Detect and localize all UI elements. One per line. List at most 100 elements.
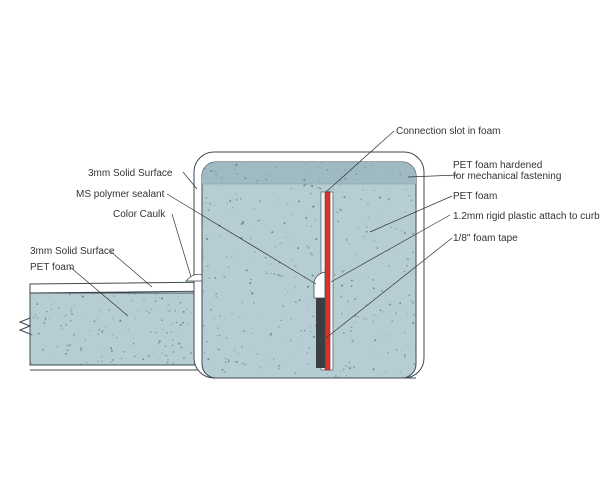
- foam-speckle: [308, 298, 310, 300]
- foam-speckle: [215, 292, 218, 295]
- foam-speckle: [343, 169, 346, 172]
- foam-speckle: [270, 332, 272, 335]
- foam-speckle: [292, 236, 294, 238]
- foam-speckle: [167, 309, 169, 311]
- foam-speckle: [354, 255, 356, 257]
- foam-speckle: [372, 278, 375, 281]
- foam-speckle: [128, 294, 130, 296]
- foam-speckle: [286, 203, 288, 205]
- foam-speckle: [271, 263, 273, 265]
- foam-speckle: [350, 337, 352, 339]
- foam-speckle: [326, 373, 329, 375]
- foam-speckle: [154, 331, 156, 333]
- foam-speckle: [112, 295, 115, 298]
- foam-speckle: [399, 171, 402, 174]
- foam-speckle: [134, 355, 136, 358]
- foam-speckle: [202, 270, 204, 272]
- foam-speckle: [333, 273, 336, 276]
- foam-speckle: [277, 274, 279, 276]
- foam-speckle: [63, 316, 65, 318]
- foam-speckle: [213, 317, 215, 319]
- leader-pet-hardened: [407, 174, 459, 178]
- label-pet-foam-left: PET foam: [30, 262, 74, 273]
- foam-speckle: [70, 310, 73, 313]
- foam-speckle: [101, 331, 104, 333]
- foam-speckle: [208, 277, 211, 279]
- foam-speckle: [229, 200, 232, 203]
- foam-speckle: [214, 277, 217, 279]
- foam-speckle: [250, 278, 252, 281]
- foam-speckle: [369, 351, 371, 353]
- foam-speckle: [333, 188, 335, 190]
- foam-speckle: [306, 210, 308, 212]
- leader-solid-surface-top: [182, 171, 198, 190]
- foam-speckle: [363, 317, 365, 320]
- foam-speckle: [187, 322, 189, 324]
- foam-speckle: [411, 232, 414, 235]
- foam-speckle: [412, 322, 415, 325]
- foam-speckle: [371, 320, 373, 322]
- foam-speckle: [54, 302, 55, 304]
- foam-speckle: [317, 166, 319, 168]
- foam-speckle: [401, 162, 403, 164]
- foam-speckle: [108, 309, 111, 311]
- foam-speckle: [348, 243, 349, 244]
- foam-speckle: [290, 188, 292, 190]
- foam-speckle: [310, 252, 312, 254]
- foam-speckle: [202, 324, 205, 327]
- foam-speckle: [161, 319, 163, 321]
- foam-tape: [316, 298, 325, 368]
- foam-speckle: [84, 339, 86, 341]
- foam-speckle: [233, 168, 236, 171]
- foam-speckle: [157, 342, 160, 345]
- foam-speckle: [103, 346, 105, 348]
- foam-speckle: [351, 340, 354, 343]
- foam-speckle: [178, 342, 181, 345]
- foam-speckle: [378, 196, 381, 199]
- foam-speckle: [272, 358, 275, 360]
- foam-speckle: [305, 217, 308, 219]
- foam-speckle: [411, 251, 414, 254]
- foam-speckle: [34, 314, 37, 317]
- foam-speckle: [325, 189, 327, 191]
- foam-speckle: [97, 332, 99, 335]
- foam-speckle: [256, 179, 258, 182]
- foam-speckle: [245, 269, 248, 272]
- foam-speckle: [238, 352, 240, 355]
- foam-speckle: [105, 326, 107, 328]
- foam-speckle: [350, 285, 353, 288]
- foam-speckle: [166, 361, 169, 364]
- foam-speckle: [268, 173, 271, 176]
- foam-speckle: [132, 342, 135, 345]
- label-mechanical-fastening: for mechanical fastening: [453, 171, 561, 182]
- foam-speckle: [176, 332, 178, 334]
- foam-speckle: [354, 321, 357, 323]
- foam-speckle: [225, 256, 228, 258]
- leader-connection-slot: [325, 130, 395, 193]
- foam-speckle: [73, 334, 75, 336]
- leader-lines: [69, 130, 459, 339]
- foam-speckle: [102, 329, 104, 332]
- foam-speckle: [190, 312, 192, 314]
- foam-speckle: [206, 265, 209, 268]
- foam-speckle: [256, 352, 259, 355]
- foam-speckle: [257, 315, 259, 316]
- foam-speckle: [340, 284, 344, 287]
- foam-speckle: [135, 317, 136, 319]
- foam-speckle: [112, 317, 114, 320]
- foam-speckle: [251, 229, 253, 231]
- curb-foam-texture: [202, 162, 416, 378]
- foam-speckle: [116, 336, 118, 339]
- foam-speckle: [205, 197, 207, 199]
- foam-speckle: [187, 360, 189, 362]
- foam-speckle: [170, 330, 173, 333]
- foam-speckle: [241, 302, 243, 304]
- leader-rigid-plastic: [330, 214, 451, 283]
- foam-speckle: [303, 184, 306, 187]
- foam-speckle: [239, 197, 242, 200]
- foam-speckle: [343, 162, 346, 164]
- foam-speckle: [36, 303, 39, 305]
- foam-speckle: [242, 222, 245, 224]
- foam-speckle: [357, 315, 360, 318]
- foam-speckle: [349, 367, 352, 370]
